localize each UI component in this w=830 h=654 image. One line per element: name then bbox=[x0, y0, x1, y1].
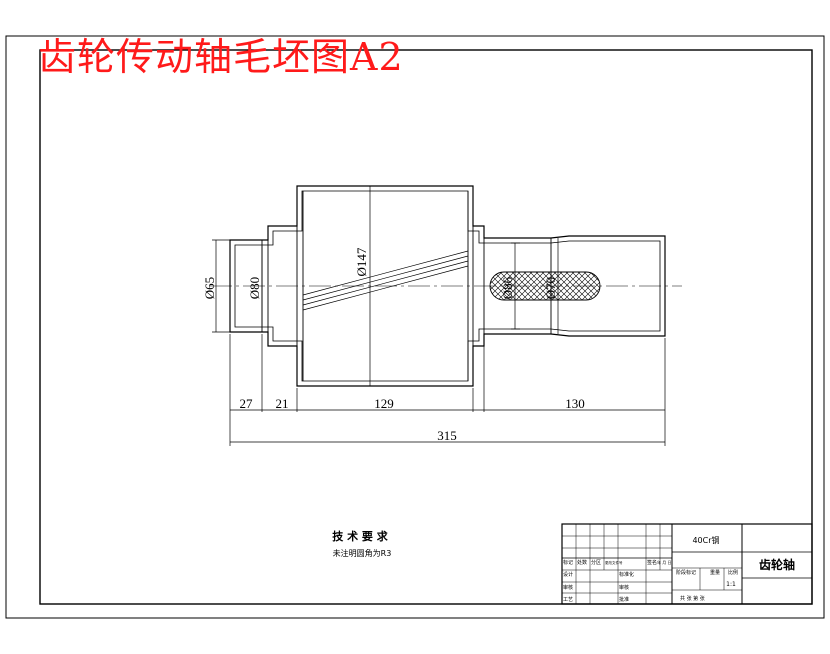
tech-req-note: 未注明圆角为R3 bbox=[333, 548, 392, 558]
dim-l130: 130 bbox=[565, 396, 585, 411]
tb-role-check: 审核 bbox=[563, 584, 573, 591]
dim-d147: Ø147 bbox=[354, 247, 369, 276]
diameter-dim-lines bbox=[212, 186, 559, 386]
inner-border bbox=[39, 49, 813, 605]
tb-col-zone: 分区 bbox=[591, 559, 601, 566]
tb-material: 40Cr钢 bbox=[692, 535, 719, 545]
dim-l27: 27 bbox=[240, 396, 254, 411]
tb-role-review: 审核 bbox=[619, 584, 629, 591]
tb-col-sign: 签名 bbox=[647, 559, 657, 566]
tb-part-name: 齿轮轴 bbox=[759, 557, 795, 572]
length-dim-lines bbox=[229, 334, 666, 446]
dim-d70: Ø70 bbox=[543, 277, 558, 299]
tb-col-mark: 标记 bbox=[563, 559, 573, 566]
tb-stage-mark: 阶段标记 bbox=[676, 569, 696, 576]
dim-l21: 21 bbox=[276, 396, 289, 411]
helical-lines bbox=[302, 250, 469, 311]
tech-req-heading: 技 术 要 求 bbox=[332, 529, 388, 543]
tb-col-date: 年 月 日 bbox=[657, 559, 672, 565]
drawing-title-stamp: 齿轮传动轴毛坯图A2 bbox=[38, 35, 404, 79]
tb-role-craft: 工艺 bbox=[563, 597, 573, 603]
dim-l315: 315 bbox=[437, 428, 457, 443]
tb-role-standard: 标准化 bbox=[619, 571, 634, 578]
dim-d80: Ø80 bbox=[247, 277, 262, 299]
outer-border bbox=[5, 35, 825, 619]
tb-role-approve: 批准 bbox=[619, 596, 629, 603]
keyway bbox=[489, 271, 601, 301]
tb-scale: 1:1 bbox=[726, 581, 736, 588]
dim-d86: Ø86 bbox=[500, 276, 515, 299]
tb-weight: 重量 bbox=[710, 569, 720, 576]
dim-d65: Ø65 bbox=[202, 277, 217, 299]
shaft-inner-wall bbox=[234, 190, 661, 382]
dim-l129: 129 bbox=[374, 396, 394, 411]
tb-col-file: 更改文件号 bbox=[605, 560, 623, 565]
tb-sheet: 共 张 第 张 bbox=[680, 595, 705, 602]
title-block bbox=[561, 523, 813, 605]
tb-ratio: 比例 bbox=[728, 569, 738, 576]
tb-role-design: 设计 bbox=[563, 571, 573, 578]
tb-col-count: 处数 bbox=[577, 559, 587, 566]
